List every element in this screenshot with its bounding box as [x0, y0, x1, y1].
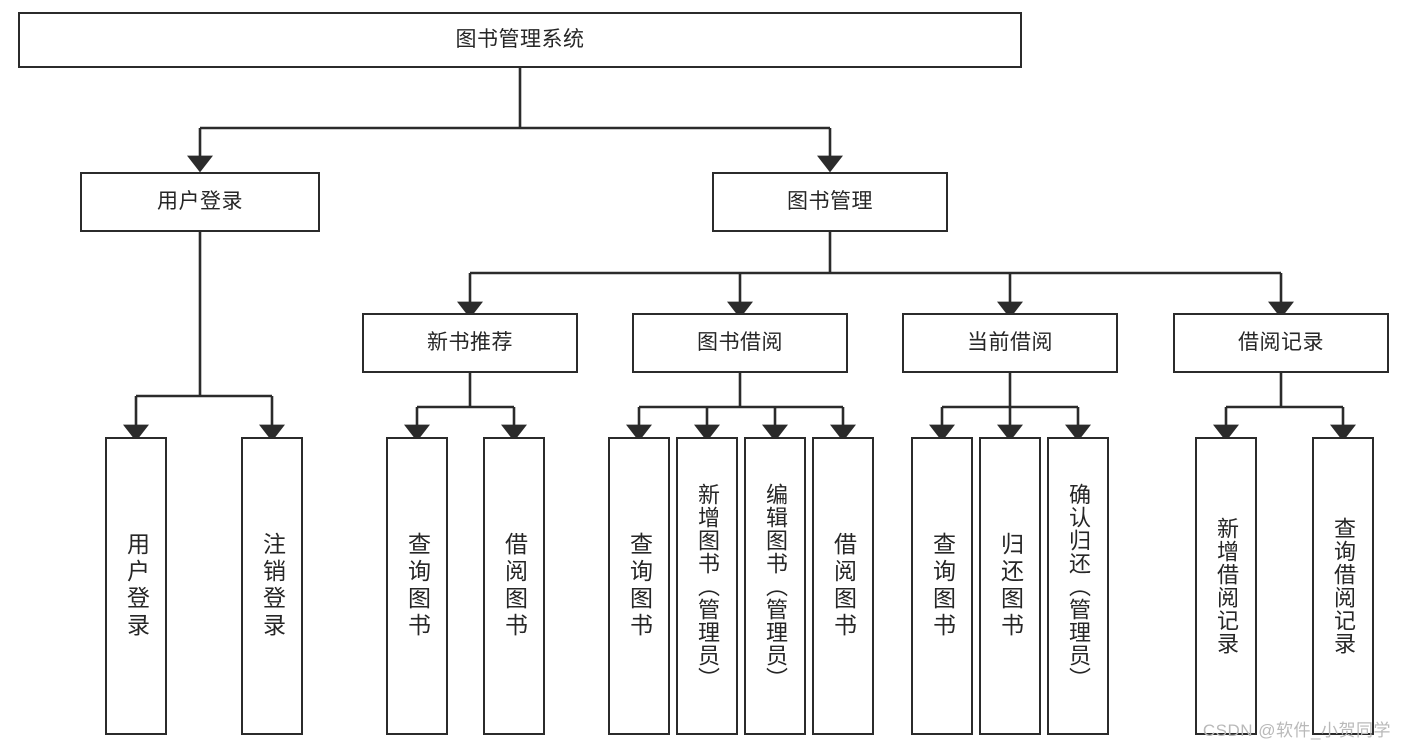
leaf-current-borrow-confirm-return-admin[interactable]: 确认归还（管理员）	[1047, 437, 1109, 735]
leaf-new-book-query-books[interactable]: 查询图书	[386, 437, 448, 735]
node-label: 借阅图书	[501, 532, 528, 640]
node-label: 注销登录	[259, 532, 286, 640]
node-label: 编辑图书（管理员）	[763, 482, 788, 690]
leaf-book-borrow-add-book-admin[interactable]: 新增图书（管理员）	[676, 437, 738, 735]
leaf-new-book-borrow-books[interactable]: 借阅图书	[483, 437, 545, 735]
node-label: 新增借阅记录	[1214, 517, 1239, 655]
leaf-borrow-record-add-record[interactable]: 新增借阅记录	[1195, 437, 1257, 735]
node-label: 借阅记录	[1238, 330, 1324, 354]
node-label: 查询图书	[404, 532, 431, 640]
node-current-borrowing[interactable]: 当前借阅	[902, 313, 1118, 373]
node-label: 查询借阅记录	[1331, 517, 1356, 655]
leaf-book-borrow-edit-book-admin[interactable]: 编辑图书（管理员）	[744, 437, 806, 735]
node-label: 查询图书	[929, 532, 956, 640]
node-label: 当前借阅	[967, 330, 1053, 354]
node-label: 图书管理	[787, 189, 873, 213]
leaf-book-borrow-borrow-books[interactable]: 借阅图书	[812, 437, 874, 735]
node-root-book-management-system[interactable]: 图书管理系统	[18, 12, 1022, 68]
leaf-current-borrow-query-books[interactable]: 查询图书	[911, 437, 973, 735]
leaf-current-borrow-return-books[interactable]: 归还图书	[979, 437, 1041, 735]
node-book-management[interactable]: 图书管理	[712, 172, 948, 232]
node-user-login[interactable]: 用户登录	[80, 172, 320, 232]
node-label: 确认归还（管理员）	[1066, 482, 1091, 690]
node-label: 新增图书（管理员）	[695, 482, 720, 690]
node-new-book-recommendation[interactable]: 新书推荐	[362, 313, 578, 373]
leaf-book-borrow-query-books[interactable]: 查询图书	[608, 437, 670, 735]
leaf-user-login-logout[interactable]: 注销登录	[241, 437, 303, 735]
node-label: 图书借阅	[697, 330, 783, 354]
node-label: 用户登录	[157, 189, 243, 213]
watermark: CSDN @软件_小贺同学	[1202, 721, 1391, 740]
leaf-user-login-login[interactable]: 用户登录	[105, 437, 167, 735]
node-label: 归还图书	[997, 532, 1024, 640]
leaf-borrow-record-query-record[interactable]: 查询借阅记录	[1312, 437, 1374, 735]
node-book-borrowing[interactable]: 图书借阅	[632, 313, 848, 373]
node-label: 用户登录	[123, 532, 150, 640]
node-label: 借阅图书	[830, 532, 857, 640]
node-label: 查询图书	[626, 532, 653, 640]
node-label: 新书推荐	[427, 330, 513, 354]
node-label: 图书管理系统	[455, 27, 585, 51]
node-borrowing-records[interactable]: 借阅记录	[1173, 313, 1389, 373]
